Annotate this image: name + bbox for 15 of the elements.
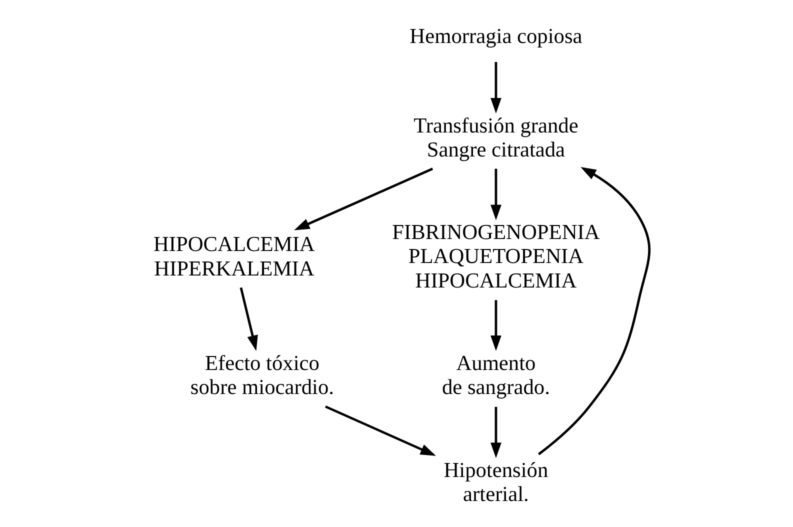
node-text: Hipotensión arterial. (444, 458, 548, 506)
node-text: Efecto tóxico sobre miocardio. (190, 351, 334, 400)
arrow (294, 168, 434, 230)
arrow (538, 166, 650, 456)
node-text: HIPOCALCEMIA HIPERKALEMIA (153, 232, 315, 280)
node-text: FIBRINOGENOPENIA PLAQUETOPENIA HIPOCALCEMIA (392, 220, 600, 292)
arrow (490, 300, 502, 351)
arrow (325, 405, 436, 456)
node-text: Transfusión grande Sangre citratada (414, 113, 578, 162)
node-text: Aumento de sangrado. (442, 351, 550, 400)
arrow (490, 62, 502, 114)
node-text: Hemorragia copiosa (410, 24, 582, 48)
arrow (240, 287, 258, 351)
arrow (490, 406, 502, 458)
arrow (490, 168, 502, 220)
